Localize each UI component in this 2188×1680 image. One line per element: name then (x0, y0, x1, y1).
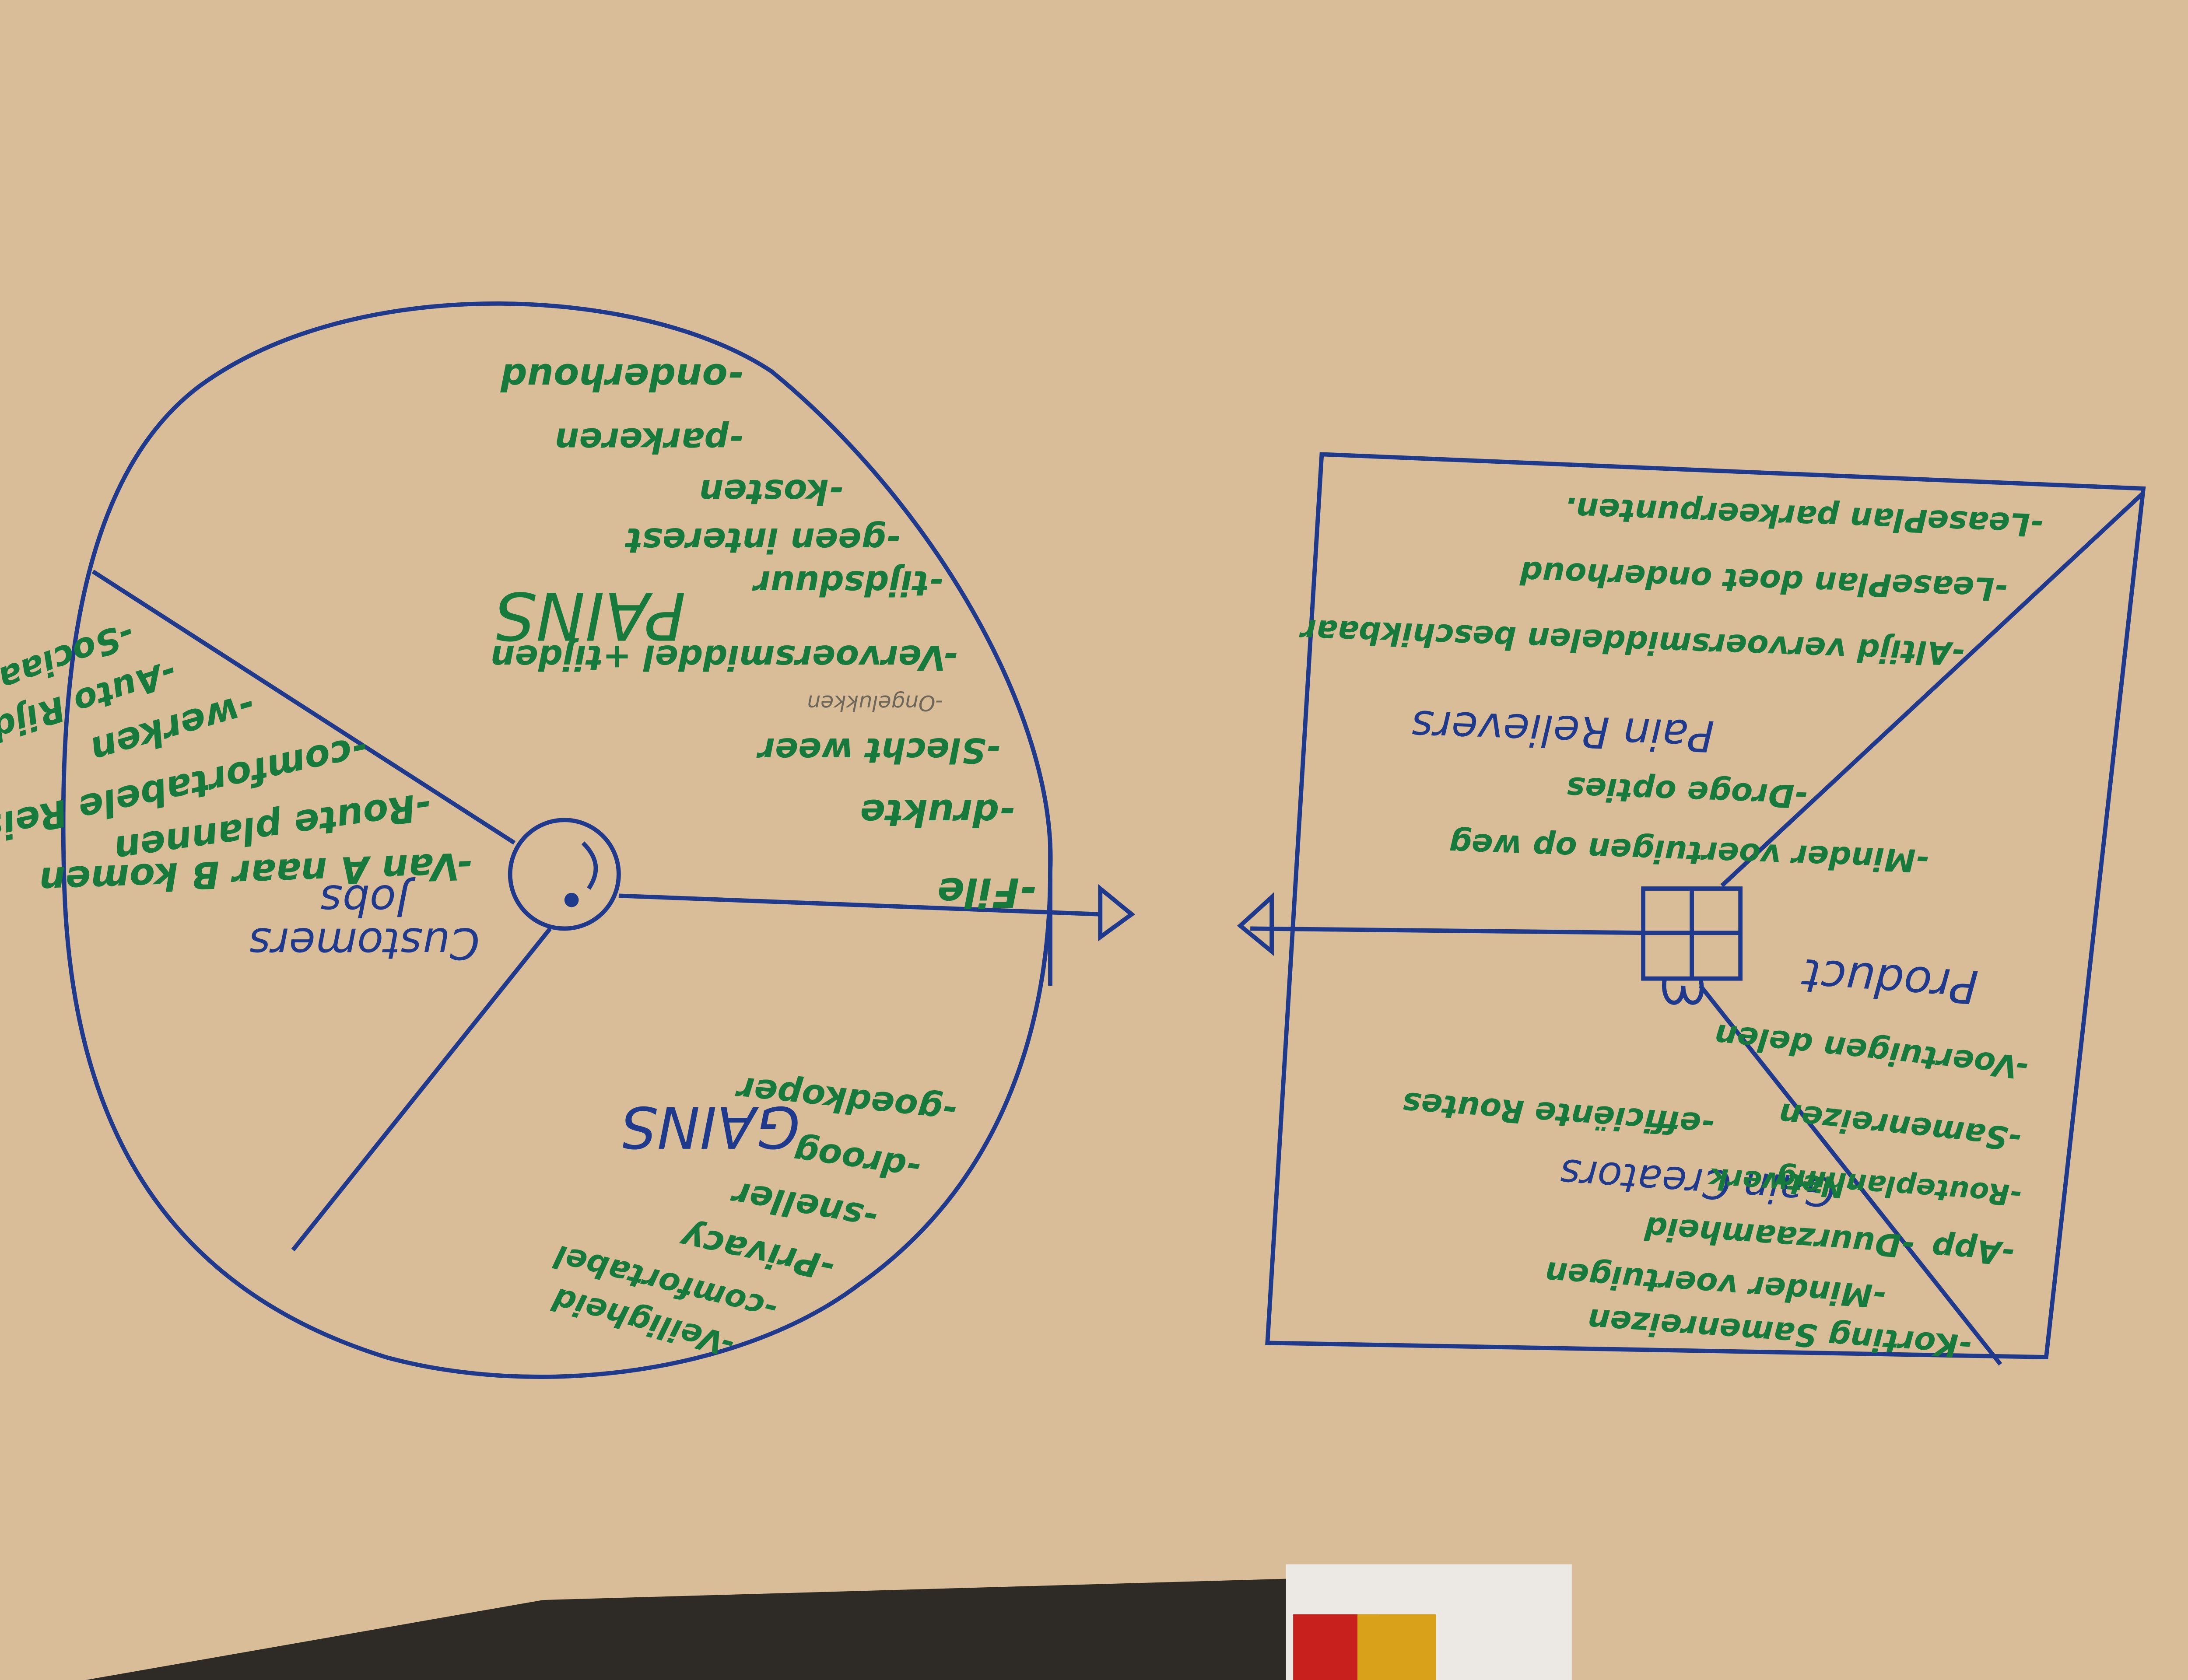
eye-mark (581, 841, 598, 890)
product-section: Product -Voertuigen delen -Samenreizen (1713, 948, 2030, 1158)
value-map-square (1265, 452, 2146, 1360)
divider-relievers (1720, 491, 2145, 888)
creator-item: -App (1931, 1230, 2016, 1272)
pencil-note: -Ongelukken (807, 690, 943, 715)
divider-creators (1698, 984, 2002, 1366)
pain-item: -parkeren (555, 420, 743, 460)
jobs-center-circle (508, 818, 621, 931)
pain-item: -kosten (699, 472, 843, 511)
gains-title: GAINS (621, 1094, 800, 1160)
eye-dot (564, 892, 579, 907)
pain-item: -File (937, 869, 1036, 916)
leaflet-yellow-cover (1357, 1614, 1436, 1680)
divider-jobs-gains (291, 927, 552, 1252)
customer-profile (61, 301, 1136, 1379)
jobs-title: Jobs (320, 875, 416, 925)
pain-relievers-title: Pain Relievers (1411, 700, 1715, 761)
customer-profile-circle (61, 301, 1053, 1379)
connector-left (1250, 926, 1644, 935)
gains-section: GAINS -goedkoper -droog -sneller -Privac… (548, 1068, 958, 1364)
product-gift-bow (1662, 978, 1704, 1005)
reliever-item: -Droge opties (1566, 770, 1808, 815)
divider-jobs-pains (91, 570, 516, 845)
pain-item: -geen interest (624, 520, 900, 560)
connector-right (618, 893, 1101, 917)
customers-title: Customers (249, 918, 480, 968)
product-title: Product (1799, 948, 1980, 1014)
pain-item: -drukte (860, 791, 1015, 834)
pain-item: -tijdsduur (752, 563, 943, 603)
customer-jobs-title: Customers Jobs (249, 875, 480, 968)
pains-section: PAINS -onderhoud -parkeren -kosten -geen… (491, 355, 1036, 916)
pain-item: -Slecht weer (756, 730, 1000, 770)
pain-item: -Vervoersmiddel +tijden (491, 637, 957, 677)
arrow-head-right (1098, 884, 1136, 942)
arrow-head-left (1237, 892, 1274, 956)
value-map (1237, 452, 2146, 1366)
pains-title: PAINS (494, 577, 686, 653)
pain-item: -onderhoud (500, 355, 743, 399)
